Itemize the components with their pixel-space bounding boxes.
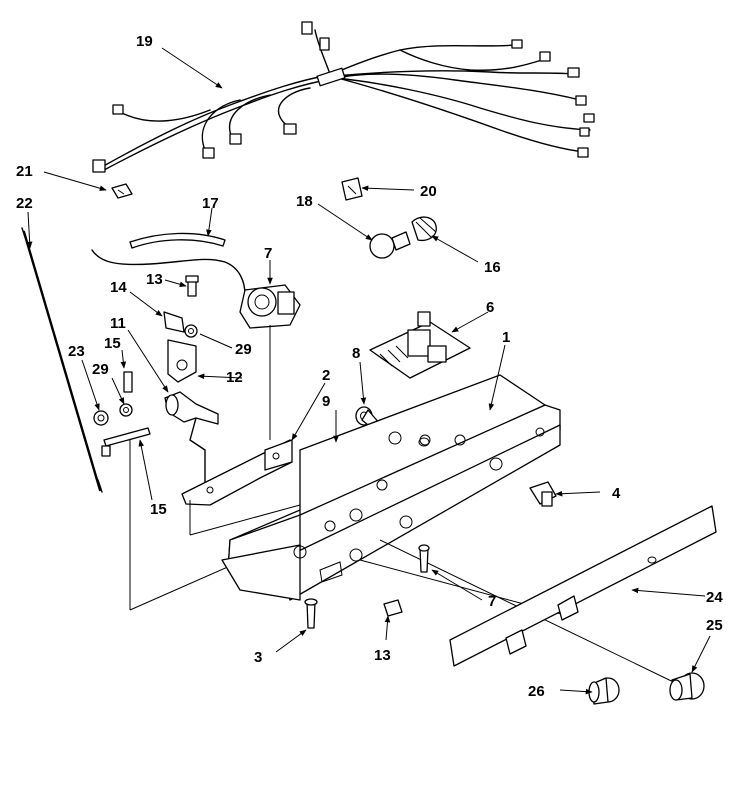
callout-16: 15 (104, 335, 121, 352)
callout-14: 14 (110, 279, 127, 296)
callout-29-left: 29 (92, 361, 109, 378)
callouts: 19 21 22 17 18 20 16 7 13 14 29 11 15 12… (16, 33, 723, 700)
switch-4 (529, 481, 557, 507)
callout-13-bottom: 13 (374, 647, 391, 664)
callout-15: 15 (150, 501, 167, 518)
callout-11: 11 (110, 315, 126, 332)
callout-17: 16 (484, 259, 501, 276)
callout-19: 18 (296, 193, 313, 210)
control-bracket-assembly (163, 275, 219, 501)
knob-27 (588, 677, 620, 705)
thermostat (91, 249, 301, 440)
callout-12: 12 (226, 369, 243, 386)
callout-4: 4 (612, 485, 621, 502)
callout-23: 22 (16, 195, 33, 212)
control-board (369, 311, 471, 379)
screws (304, 544, 430, 629)
callout-6: 6 (486, 299, 494, 316)
control-rod (21, 227, 103, 493)
wiring-harness (92, 21, 595, 173)
callout-25: 24 (706, 589, 723, 606)
callout-1: 1 (502, 329, 510, 346)
callout-21: 20 (420, 183, 437, 200)
callout-13-top: 13 (146, 271, 163, 288)
knob-26 (669, 672, 705, 701)
callout-20: 19 (136, 33, 153, 50)
callout-10: 9 (322, 393, 330, 410)
lamp-assembly (341, 177, 437, 259)
callout-7: 7 (488, 593, 496, 610)
callout-2: 2 (322, 367, 330, 384)
callout-8: 8 (352, 345, 360, 362)
control-housing (221, 374, 691, 691)
callout-24: 23 (68, 343, 85, 360)
callout-26: 25 (706, 617, 723, 634)
callout-27: 26 (528, 683, 545, 700)
wire-clip (111, 183, 133, 199)
callout-29-right: 29 (235, 341, 252, 358)
callout-3: 3 (254, 649, 262, 666)
capillary-tube (129, 232, 226, 249)
shaft-hardware (93, 371, 256, 611)
callout-22: 21 (16, 163, 33, 180)
callout-9: 7 (264, 245, 272, 262)
control-panel (449, 505, 717, 667)
callout-18: 17 (202, 195, 219, 212)
leader-lines (26, 47, 711, 695)
mounting-bracket (181, 439, 301, 536)
